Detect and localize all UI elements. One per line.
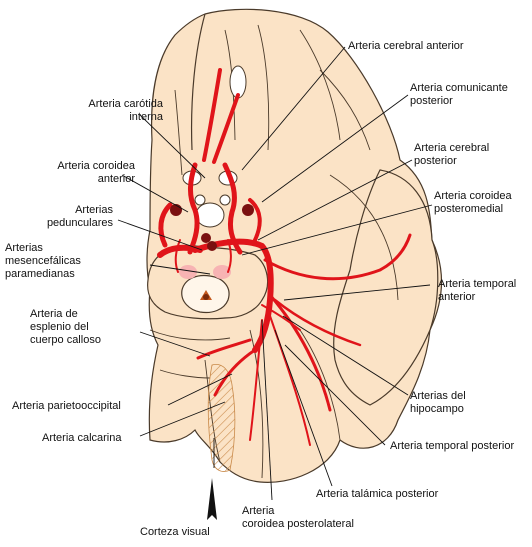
label-cerebral-posterior: Arteria cerebral posterior	[414, 142, 489, 168]
label-temporal-posterior: Arteria temporal posterior	[390, 440, 514, 453]
label-cerebral-anterior: Arteria cerebral anterior	[348, 40, 464, 53]
visual-cortex-area	[208, 364, 235, 471]
label-temporal-anterior: Arteria temporal anterior	[438, 278, 516, 304]
label-hipocampo: Arterias del hipocampo	[410, 390, 466, 416]
label-pedunculares: Arterias pedunculares	[15, 204, 113, 230]
visual-cortex-arrow	[207, 478, 217, 520]
label-parietooccipital: Arteria parietooccipital	[12, 400, 121, 413]
label-coroidea-posterolateral: Arteria coroidea posterolateral	[242, 505, 354, 531]
label-comunicante-posterior: Arteria comunicante posterior	[410, 82, 508, 108]
label-esplenio: Arteria de esplenio del cuerpo calloso	[30, 308, 101, 347]
label-carotida-interna: Arteria carótida interna	[55, 98, 163, 124]
label-calcarina: Arteria calcarina	[42, 432, 121, 445]
label-coroidea-posteromedial: Arteria coroidea posteromedial	[434, 190, 512, 216]
label-talamica-posterior: Arteria talámica posterior	[316, 488, 438, 501]
label-coroidea-anterior: Arteria coroidea anterior	[20, 160, 135, 186]
label-corteza-visual: Corteza visual	[140, 526, 210, 539]
label-mesencefalicas: Arterias mesencefálicas paramedianas	[5, 242, 81, 281]
